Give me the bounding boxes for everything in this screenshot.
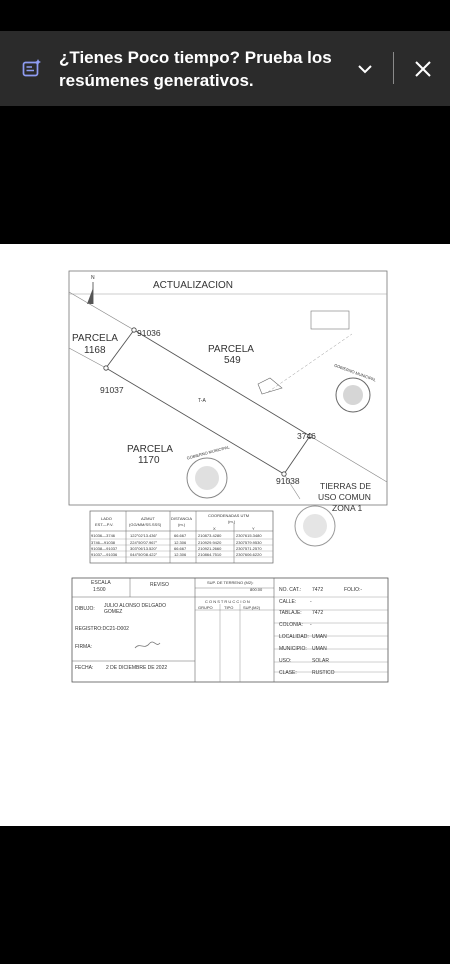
field-municipio-label: MUNICIPIO: xyxy=(279,646,307,652)
field-clase-label: CLASE: xyxy=(279,670,297,676)
field-localidad-value: UMAN xyxy=(312,634,327,640)
table-cell: 224°50'07.967" xyxy=(130,540,158,545)
table-row: 91036—3746 xyxy=(91,533,116,538)
revisio-label: REVISO xyxy=(150,582,169,588)
field-tablaje-value: 7472 xyxy=(312,610,324,616)
field-clase-value: RUSTICO xyxy=(312,670,335,676)
col-lado: LADO xyxy=(101,516,112,521)
table-cell: 122°02'13.436" xyxy=(130,533,158,538)
table-cell: 66.667 xyxy=(174,533,187,538)
region-line-3: ZONA 1 xyxy=(332,503,363,513)
point-91037: 91037 xyxy=(100,385,124,395)
parcel-549-label: PARCELA xyxy=(208,344,254,355)
col-distancia: DISTANCIA xyxy=(171,516,193,521)
dibujo-value: JULIO ALONSO DELGADO GOMEZ xyxy=(104,603,166,615)
table-row: 91038—91037 xyxy=(91,546,118,551)
registro: REGISTRO:DC21-D002 xyxy=(75,626,129,632)
col-azmut-sub: (GG/MM/SS.SSS) xyxy=(129,522,162,527)
col-x: X xyxy=(213,526,216,531)
field-nocat-value: 7472 xyxy=(312,587,324,593)
summary-banner: ¿Tienes Poco tiempo? Prueba los resúmene… xyxy=(0,31,450,106)
table-cell: 12.306 xyxy=(174,540,187,545)
document-page: ACTUALIZACION N PARCELA 1168 PARCELA 549… xyxy=(0,244,450,826)
point-91036: 91036 xyxy=(137,328,161,338)
table-cell: 2307579.9530 xyxy=(236,540,262,545)
table-row: 3746—91038 xyxy=(91,540,116,545)
field-uso-value: SOLAR xyxy=(312,658,329,664)
summary-sparkle-icon xyxy=(22,59,41,77)
construccion-title: C O N S T R U C C I O N xyxy=(205,599,250,604)
field-municipio-value: UMAN xyxy=(312,646,327,652)
table-cell: 2307615.3480 xyxy=(236,533,262,538)
table-row: 91037—91036 xyxy=(91,552,118,557)
parcel-1168-number: 1168 xyxy=(84,345,106,356)
field-tablaje-label: TABLAJE: xyxy=(279,610,302,616)
table-cell: 66.667 xyxy=(174,546,187,551)
region-line-2: USO COMUN xyxy=(318,492,371,502)
plan-title: ACTUALIZACION xyxy=(153,280,234,291)
area-mark: T-A xyxy=(198,398,206,404)
point-91038: 91038 xyxy=(276,476,300,486)
col-coords: COORDENADAS UTM xyxy=(208,513,250,518)
chevron-down-icon[interactable] xyxy=(356,60,374,78)
construccion-col-sup: SUP.(M2) xyxy=(243,605,261,610)
banner-message: ¿Tienes Poco tiempo? Prueba los resúmene… xyxy=(59,48,332,90)
dibujo-label: DIBUJO: xyxy=(75,606,95,612)
table-cell: 12.306 xyxy=(174,552,187,557)
parcel-1170-label: PARCELA xyxy=(127,444,173,455)
col-y: Y xyxy=(252,526,255,531)
table-cell: 210873.4280 xyxy=(198,533,222,538)
table-cell: 210921.2660 xyxy=(198,546,222,551)
escala-value: 1:500 xyxy=(93,587,106,593)
field-nocat-label: NO. CAT.: xyxy=(279,587,302,593)
sup-value: 800.00 xyxy=(250,587,263,592)
field-calle-label: CALLE: xyxy=(279,599,297,605)
field-folio-label: FOLIO:- xyxy=(344,587,363,593)
fecha-label: FECHA: xyxy=(75,665,94,671)
field-localidad-label: LOCALIDAD: xyxy=(279,634,309,640)
banner-divider xyxy=(393,52,394,84)
construccion-col-tipo: TIPO xyxy=(224,605,234,610)
parcel-1170-number: 1170 xyxy=(138,455,160,466)
col-coords-sub: (m.) xyxy=(228,519,236,524)
firma-label: FIRMA: xyxy=(75,644,92,650)
table-cell: 303°06'13.520" xyxy=(130,546,158,551)
table-cell: 210864.7510 xyxy=(198,552,222,557)
point-3746: 3746 xyxy=(297,431,316,441)
close-icon[interactable] xyxy=(413,59,433,79)
escala-label: ESCALA xyxy=(91,580,111,586)
parcel-1168-label: PARCELA xyxy=(72,333,118,344)
col-azmut: AZMUT xyxy=(141,516,155,521)
field-colonia-value: - xyxy=(310,622,312,628)
construccion-col-grupo: GRUPO xyxy=(198,605,213,610)
parcel-549-number: 549 xyxy=(224,355,241,366)
table-cell: 210929.9420 xyxy=(198,540,222,545)
plan-drawing xyxy=(68,270,389,683)
north-label: N xyxy=(91,275,95,281)
region-line-1: TIERRAS DE xyxy=(320,481,372,491)
col-lado-sub: EST—P.V. xyxy=(95,522,114,527)
field-calle-value: - xyxy=(310,599,312,605)
sup-label: SUP. DE TERRENO (M2): xyxy=(207,580,254,585)
col-distancia-sub: (m.) xyxy=(178,522,186,527)
table-cell: 044°50'08.422" xyxy=(130,552,158,557)
field-colonia-label: COLONIA: xyxy=(279,622,303,628)
table-cell: 2307571.2570 xyxy=(236,546,262,551)
field-uso-label: USO: xyxy=(279,658,292,664)
fecha-value: 2 DE DICIEMBRE DE 2022 xyxy=(106,665,168,671)
table-cell: 2307606.6220 xyxy=(236,552,262,557)
cadastral-plan: ACTUALIZACION N PARCELA 1168 PARCELA 549… xyxy=(0,244,450,826)
